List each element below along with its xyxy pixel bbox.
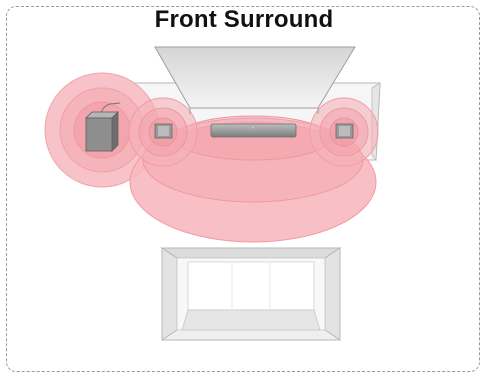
subwoofer-icon <box>85 102 121 152</box>
tv-screen-icon <box>154 46 356 114</box>
left-speaker-icon <box>154 123 173 139</box>
soundbar-icon <box>210 123 297 138</box>
diagram-title: Front Surround <box>154 6 334 33</box>
right-speaker-icon <box>335 123 354 139</box>
sofa-icon <box>160 247 342 341</box>
